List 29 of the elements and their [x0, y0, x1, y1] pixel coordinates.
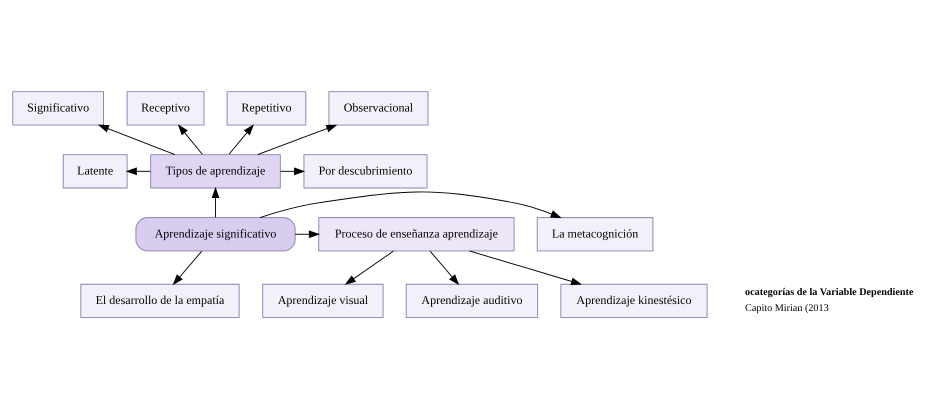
node-box: La metacognición [536, 216, 654, 251]
node-box: Observacional [328, 90, 428, 125]
node-box: El desarrollo de la empatía [80, 283, 240, 318]
node-box: Aprendizaje auditivo [406, 283, 538, 318]
arrow [212, 186, 220, 218]
node-box: Aprendizaje significativo [135, 216, 296, 251]
node-box: Significativo [12, 90, 104, 125]
arrow [468, 250, 582, 285]
arrow [344, 250, 394, 284]
arrow [98, 124, 176, 155]
label: Capito Mirian (2013 [745, 302, 829, 314]
label: ocategorías de la Variable Dependiente [745, 286, 914, 298]
node-box: Proceso de enseñanza aprendizaje [318, 216, 515, 251]
node-box: Latente [62, 154, 128, 188]
arrow [228, 124, 254, 154]
node-box: Tipos de aprendizaje [150, 154, 281, 188]
node-box: Repetitivo [226, 90, 306, 125]
arrow [126, 166, 152, 175]
arrow [430, 250, 460, 285]
arrow [178, 124, 203, 154]
arrow [280, 166, 306, 175]
arrow [257, 124, 338, 155]
arrow [172, 250, 202, 285]
node-box: Receptivo [126, 90, 204, 125]
node-box: Por descubrimiento [303, 154, 428, 188]
arrow [294, 230, 320, 238]
node-box: Aprendizaje kinestésico [560, 283, 708, 318]
arrow [260, 191, 562, 218]
node-box: Aprendizaje visual [262, 283, 384, 318]
